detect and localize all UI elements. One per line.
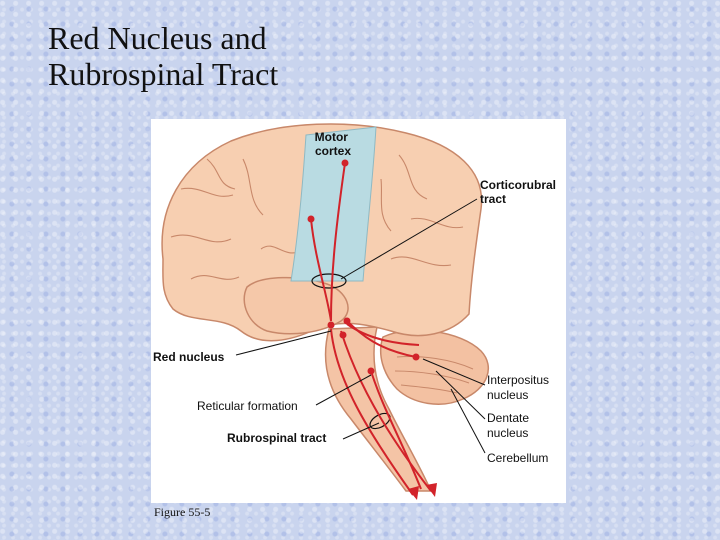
arrowheads (408, 483, 437, 500)
slide-title: Red Nucleus and Rubrospinal Tract (48, 20, 278, 92)
brain-figure: Motor cortex Corticorubral tract Red nuc… (151, 119, 566, 503)
leader-interpositus (422, 358, 486, 386)
leader-rubrospinal (342, 422, 380, 440)
nucleus-dots (307, 159, 420, 375)
label-motor-cortex: Motor cortex (315, 130, 352, 158)
cortex-dot-2 (307, 215, 315, 223)
leader-corticorubral (340, 198, 478, 280)
cortical-tract-lateral (310, 218, 332, 322)
reticular-dot (367, 367, 375, 375)
leader-dentate (435, 370, 486, 420)
motor-cortex-dot (341, 159, 349, 167)
motor-cortex-strip (290, 126, 377, 282)
figure-caption: Figure 55-5 (154, 505, 211, 519)
tract-to-interpositus (346, 320, 417, 358)
label-dentate-nucleus: Dentate nucleus (487, 411, 532, 440)
label-reticular-formation: Reticular formation (197, 399, 298, 413)
red-nucleus-dot-3 (339, 331, 347, 339)
arrowhead-1 (408, 486, 419, 500)
arrowhead-2 (426, 483, 437, 497)
slide-title-line-2: Rubrospinal Tract (48, 56, 279, 92)
leader-red-nucleus (235, 330, 332, 356)
rubrospinal-tract-line-2 (340, 330, 432, 492)
label-interpositus-nucleus: Interpositus nucleus (487, 373, 552, 402)
brain-diagram: Motor cortex Corticorubral tract Red nuc… (153, 123, 559, 500)
interpositus-dot (412, 353, 420, 361)
corticorubral-tract-ellipse (311, 273, 347, 289)
label-cerebellum: Cerebellum (487, 451, 548, 465)
rubrospinal-tract-line-1 (330, 328, 414, 496)
cortical-tract-medial (330, 162, 346, 322)
tract-to-dentate (346, 323, 420, 346)
leader-reticular (315, 374, 372, 406)
red-nucleus-dot-2 (343, 317, 351, 325)
leader-cerebellum (450, 388, 486, 454)
label-corticorubral-tract: Corticorubral tract (480, 178, 559, 206)
red-nucleus-dot-1 (327, 321, 335, 329)
reticular-tract-line (370, 370, 422, 490)
slide-title-line-1: Red Nucleus and (48, 20, 267, 56)
cerebellum (379, 329, 490, 405)
label-rubrospinal-tract: Rubrospinal tract (227, 431, 326, 445)
label-red-nucleus: Red nucleus (153, 350, 225, 364)
